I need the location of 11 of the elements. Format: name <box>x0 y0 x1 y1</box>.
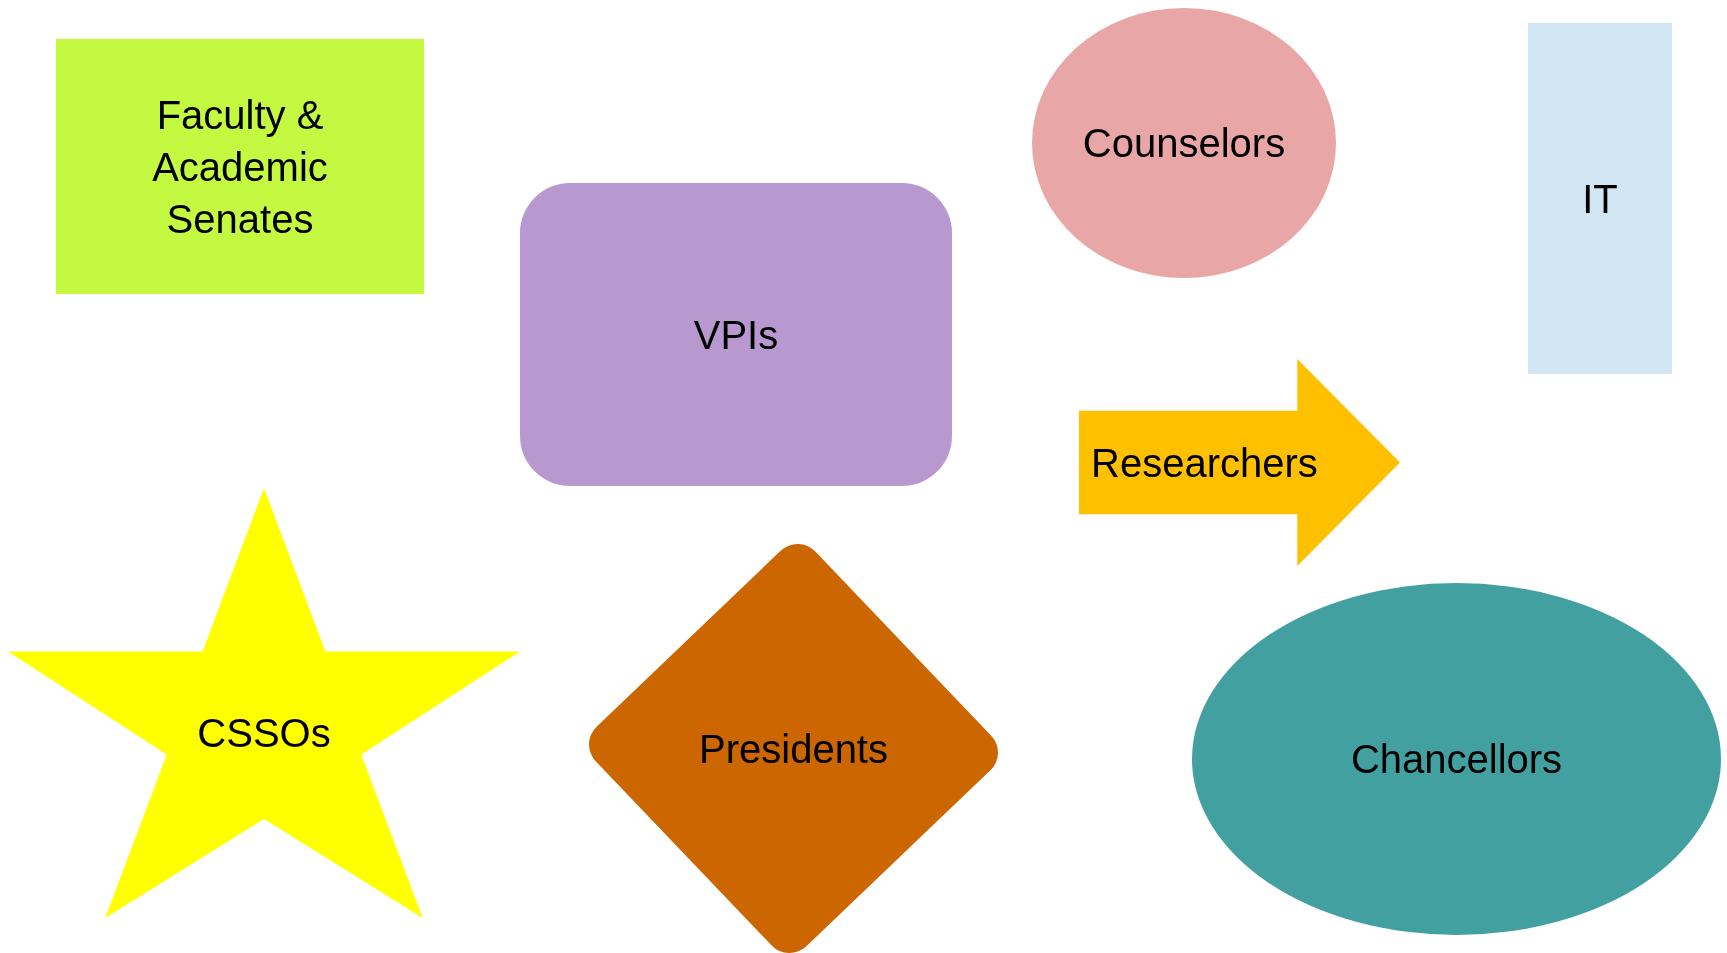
rectangle-box <box>56 39 424 294</box>
shape-label: IT <box>1582 175 1618 223</box>
shape-label: Researchers <box>1091 439 1318 487</box>
shape-label: Counselors <box>1082 120 1286 167</box>
shape-label: Presidents <box>699 725 888 773</box>
shape-label: Chancellors <box>1350 736 1563 783</box>
shape-label: Faculty & Academic Senates <box>151 91 329 243</box>
shape-label: VPIs <box>693 311 779 359</box>
tall-box <box>1528 23 1672 374</box>
shape-label: CSSOs <box>197 710 331 757</box>
rounded-box <box>520 183 952 486</box>
